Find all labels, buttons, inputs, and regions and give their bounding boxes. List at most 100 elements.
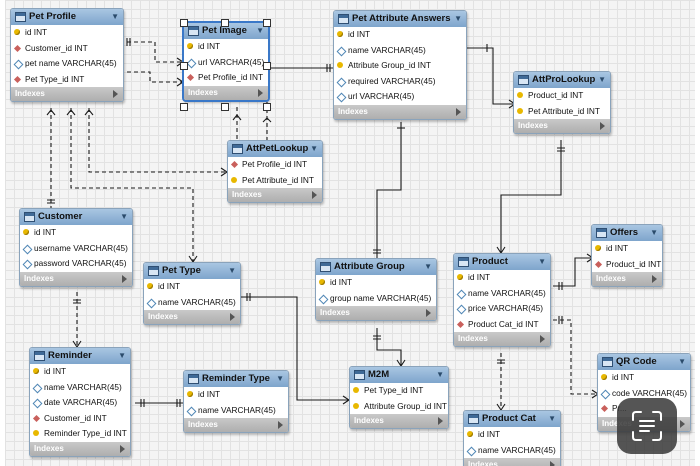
expand-triangle-icon[interactable]	[426, 309, 431, 317]
chevron-down-icon[interactable]: ▼	[111, 12, 119, 21]
table-header[interactable]: QR Code▼	[598, 354, 690, 370]
indexes-section[interactable]: Indexes	[184, 85, 268, 100]
table-header[interactable]: M2M▼	[350, 367, 448, 383]
indexes-section[interactable]: Indexes	[514, 119, 610, 133]
field-row[interactable]: id INT	[144, 279, 240, 295]
field-row[interactable]: Pet Attribute_id INT	[514, 104, 610, 120]
field-row[interactable]: url VARCHAR(45)	[184, 55, 268, 71]
table-header[interactable]: Product▼	[454, 254, 550, 270]
field-row[interactable]: name VARCHAR(45)	[334, 43, 466, 59]
field-row[interactable]: id INT	[464, 427, 560, 443]
expand-triangle-icon[interactable]	[120, 444, 125, 453]
table-reminder-type[interactable]: Reminder Type▼ id INT name VARCHAR(45) I…	[183, 370, 289, 433]
field-row[interactable]: id INT	[30, 364, 130, 380]
field-row[interactable]: id INT	[592, 241, 662, 257]
chevron-down-icon[interactable]: ▼	[598, 75, 606, 84]
expand-triangle-icon[interactable]	[540, 335, 545, 343]
resize-handle[interactable]	[263, 62, 271, 70]
field-row[interactable]: id INT	[598, 370, 690, 386]
field-row[interactable]: id INT	[316, 275, 436, 291]
table-header[interactable]: Attribute Group▼	[316, 259, 436, 275]
indexes-section[interactable]: Indexes	[316, 306, 436, 320]
indexes-section[interactable]: Indexes	[592, 272, 662, 286]
chevron-down-icon[interactable]: ▼	[424, 262, 432, 271]
field-row[interactable]: name VARCHAR(45)	[144, 295, 240, 311]
indexes-section[interactable]: Indexes	[30, 441, 130, 456]
chevron-down-icon[interactable]: ▼	[650, 228, 658, 237]
field-row[interactable]: Customer_id INT	[30, 411, 130, 427]
table-reminder[interactable]: Reminder▼ id INT name VARCHAR(45) date V…	[29, 347, 131, 457]
field-row[interactable]: Reminder Type_id INT	[30, 426, 130, 442]
indexes-section[interactable]: Indexes	[184, 418, 288, 432]
chevron-down-icon[interactable]: ▼	[310, 144, 318, 153]
table-attribute-group[interactable]: Attribute Group▼ id INT group name VARCH…	[315, 258, 437, 321]
expand-triangle-icon[interactable]	[312, 191, 317, 199]
field-row[interactable]: username VARCHAR(45)	[20, 241, 132, 257]
field-row[interactable]: Product Cat_id INT	[454, 317, 550, 333]
resize-handle[interactable]	[180, 19, 188, 27]
table-product-cat[interactable]: Product Cat▼ id INT name VARCHAR(45) Ind…	[463, 410, 561, 466]
table-pet-attribute-answers[interactable]: Pet Attribute Answers▼ id INT name VARCH…	[333, 10, 467, 120]
resize-handle[interactable]	[180, 62, 188, 70]
table-header[interactable]: Pet Image▼	[184, 23, 268, 39]
field-row[interactable]: id INT	[184, 387, 288, 403]
resize-handle[interactable]	[221, 19, 229, 27]
field-row[interactable]: Attribute Group_id INT	[350, 399, 448, 415]
indexes-section[interactable]: Indexes	[454, 332, 550, 346]
table-header[interactable]: Pet Profile▼	[11, 9, 123, 25]
expand-triangle-icon[interactable]	[550, 461, 555, 466]
field-row[interactable]: id INT	[454, 270, 550, 286]
resize-handle[interactable]	[263, 103, 271, 111]
field-row[interactable]: Product_id INT	[592, 257, 662, 273]
table-header[interactable]: Customer▼	[20, 209, 132, 225]
expand-triangle-icon[interactable]	[600, 122, 605, 130]
indexes-section[interactable]: Indexes	[334, 104, 466, 119]
field-row[interactable]: group name VARCHAR(45)	[316, 291, 436, 307]
chevron-down-icon[interactable]: ▼	[120, 212, 128, 221]
table-pet-image[interactable]: Pet Image▼ id INT url VARCHAR(45) Pet Pr…	[182, 21, 270, 102]
field-row[interactable]: name VARCHAR(45)	[30, 380, 130, 396]
field-row[interactable]: Pet Type_id INT	[350, 383, 448, 399]
table-header[interactable]: Product Cat▼	[464, 411, 560, 427]
table-header[interactable]: Pet Type▼	[144, 263, 240, 279]
field-row[interactable]: id INT	[11, 25, 123, 41]
table-header[interactable]: Offers▼	[592, 225, 662, 241]
field-row[interactable]: id INT	[20, 225, 132, 241]
chevron-down-icon[interactable]: ▼	[118, 351, 126, 360]
field-row[interactable]: name VARCHAR(45)	[454, 286, 550, 302]
field-row[interactable]: price VARCHAR(45)	[454, 301, 550, 317]
chevron-down-icon[interactable]: ▼	[228, 266, 236, 275]
expand-triangle-icon[interactable]	[230, 313, 235, 321]
table-customer[interactable]: Customer▼ id INT username VARCHAR(45) pa…	[19, 208, 133, 287]
resize-handle[interactable]	[263, 19, 271, 27]
table-offers[interactable]: Offers▼ id INT Product_id INT Indexes	[591, 224, 663, 287]
indexes-section[interactable]: Indexes	[144, 310, 240, 324]
resize-handle[interactable]	[180, 103, 188, 111]
expand-triangle-icon[interactable]	[680, 419, 685, 428]
field-row[interactable]: date VARCHAR(45)	[30, 395, 130, 411]
table-header[interactable]: Reminder▼	[30, 348, 130, 364]
field-row[interactable]: Pet Profile_id INT	[184, 70, 268, 86]
field-row[interactable]: required VARCHAR(45)	[334, 74, 466, 90]
table-att-pro-lookup[interactable]: AttProLookup▼ Product_id INT Pet Attribu…	[513, 71, 611, 134]
field-row[interactable]: password VARCHAR(45)	[20, 256, 132, 272]
indexes-section[interactable]: Indexes	[20, 271, 132, 286]
expand-triangle-icon[interactable]	[438, 417, 443, 425]
chevron-down-icon[interactable]: ▼	[538, 257, 546, 266]
field-row[interactable]: Pet Attribute_id INT	[228, 173, 322, 189]
field-row[interactable]: Pet Profile_id INT	[228, 157, 322, 173]
table-pet-type[interactable]: Pet Type▼ id INT name VARCHAR(45) Indexe…	[143, 262, 241, 325]
field-row[interactable]: name VARCHAR(45)	[464, 443, 560, 459]
table-att-pet-lookup[interactable]: AttPetLookup▼ Pet Profile_id INT Pet Att…	[227, 140, 323, 203]
table-m2m[interactable]: M2M▼ Pet Type_id INT Attribute Group_id …	[349, 366, 449, 429]
field-row[interactable]: Attribute Group_id INT	[334, 58, 466, 74]
chevron-down-icon[interactable]: ▼	[678, 357, 686, 366]
field-row[interactable]: Customer_id INT	[11, 41, 123, 57]
expand-triangle-icon[interactable]	[258, 88, 263, 97]
field-row[interactable]: Pet Type_id INT	[11, 72, 123, 88]
text-scan-button[interactable]	[617, 398, 677, 454]
field-row[interactable]: url VARCHAR(45)	[334, 89, 466, 105]
chevron-down-icon[interactable]: ▼	[276, 374, 284, 383]
indexes-section[interactable]: Indexes	[228, 188, 322, 202]
chevron-down-icon[interactable]: ▼	[436, 370, 444, 379]
